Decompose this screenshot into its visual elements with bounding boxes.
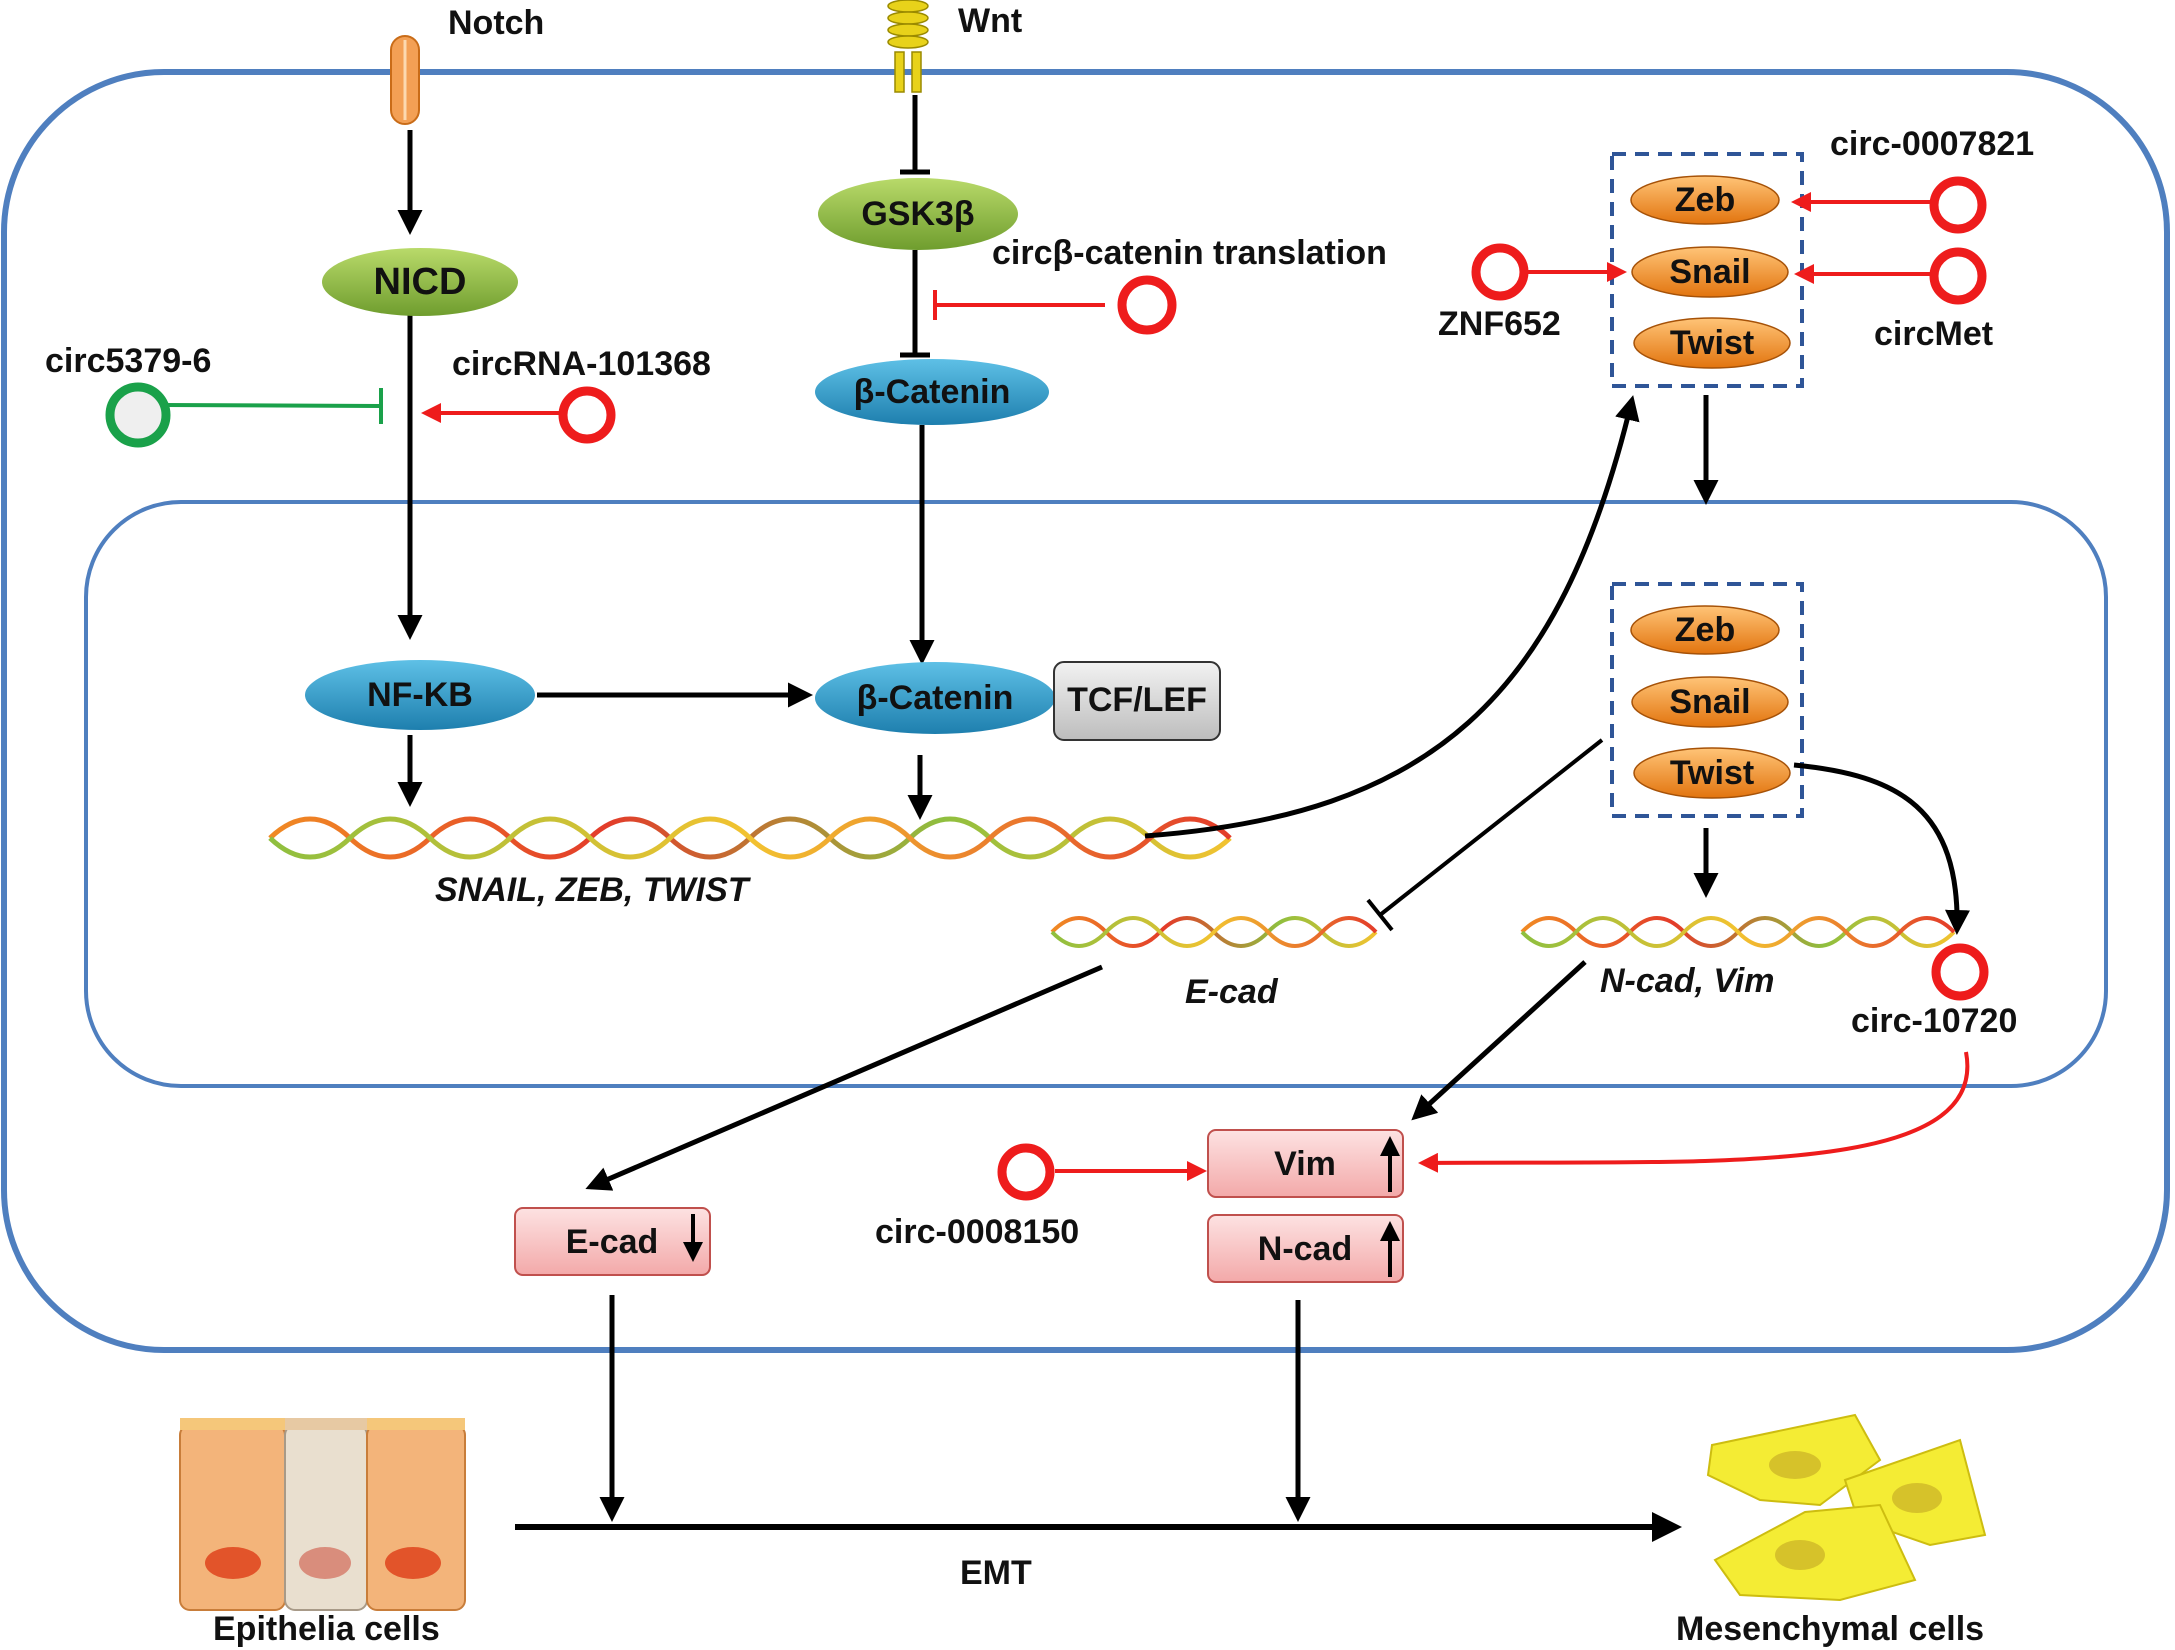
circ5379-circle-icon: [105, 382, 171, 448]
circ0007821-label: circ-0007821: [1830, 125, 2034, 163]
gsk3b-label: GSK3β: [861, 195, 974, 233]
circbcat-circle-icon: [1117, 275, 1177, 335]
tf-cyto-twist-label: Twist: [1670, 324, 1754, 362]
ncad-protein-box: N-cad: [1207, 1214, 1404, 1283]
tf-nuc-zeb: Zeb: [1630, 605, 1780, 655]
nicd-label: NICD: [374, 261, 467, 303]
circ5379-label: circ5379-6: [45, 342, 211, 380]
tf-nuc-zeb-label: Zeb: [1675, 611, 1735, 649]
emt-label: EMT: [960, 1554, 1032, 1592]
gsk3b-node: GSK3β: [818, 178, 1018, 250]
tf-nuc-twist: Twist: [1633, 747, 1791, 799]
beta-catenin-cytoplasm-node: β-Catenin: [815, 359, 1049, 425]
nfkb-node: NF-KB: [305, 660, 535, 730]
znf652-circle-icon: [1471, 243, 1529, 301]
vim-protein-label: Vim: [1274, 1145, 1336, 1183]
circbcat-label: circβ-catenin translation: [992, 234, 1387, 272]
circ0007821-circle-icon: [1929, 176, 1987, 234]
tf-cyto-snail-label: Snail: [1669, 253, 1750, 291]
beta-catenin-cytoplasm-label: β-Catenin: [854, 373, 1011, 411]
snail-zeb-twist-gene-label: SNAIL, ZEB, TWIST: [435, 871, 752, 909]
tf-nuc-snail: Snail: [1631, 676, 1789, 728]
circ101368-label: circRNA-101368: [452, 345, 711, 383]
tf-nuc-twist-label: Twist: [1670, 754, 1754, 792]
ecad-gene-label: E-cad: [1185, 973, 1279, 1011]
wnt-receptor-icon: [887, 0, 929, 93]
dna-ecad-icon: [1050, 916, 1378, 948]
ncad-protein-label: N-cad: [1258, 1230, 1352, 1268]
znf652-label: ZNF652: [1438, 305, 1561, 343]
tcf-lef-node: TCF/LEF: [1053, 661, 1221, 741]
ecad-protein-label: E-cad: [566, 1223, 659, 1261]
circ10720-label: circ-10720: [1851, 1002, 2017, 1040]
vim-protein-box: Vim: [1207, 1129, 1404, 1198]
ncad-vim-gene-label: N-cad, Vim: [1600, 962, 1774, 1000]
mesenchymal-cells-label: Mesenchymal cells: [1676, 1610, 1984, 1648]
tcf-lef-label: TCF/LEF: [1067, 681, 1207, 719]
nicd-node: NICD: [322, 248, 518, 316]
circmet-label: circMet: [1874, 315, 1993, 353]
mesenchymal-cells-icon: [1706, 1413, 1987, 1602]
ecad-protein-box: E-cad: [514, 1207, 711, 1276]
tf-nuc-snail-label: Snail: [1669, 683, 1750, 721]
cell-membrane: [1, 69, 2170, 1353]
tf-cyto-snail: Snail: [1631, 246, 1789, 298]
nucleus-membrane: [84, 500, 2108, 1088]
beta-catenin-nucleus-node: β-Catenin: [815, 662, 1055, 734]
dna-snail-zeb-twist-icon: [268, 816, 1232, 860]
wnt-label: Wnt: [958, 2, 1022, 40]
epithelia-cells-label: Epithelia cells: [213, 1610, 440, 1648]
dna-ncad-vim-icon: [1520, 916, 1956, 948]
beta-catenin-nucleus-label: β-Catenin: [857, 679, 1014, 717]
nfkb-label: NF-KB: [367, 676, 473, 714]
notch-label: Notch: [448, 4, 544, 42]
tf-cyto-zeb-label: Zeb: [1675, 181, 1735, 219]
circ101368-circle-icon: [558, 386, 616, 444]
notch-receptor-icon: [390, 35, 420, 125]
circ0008150-circle-icon: [997, 1143, 1055, 1201]
tf-box-nucleus: [1610, 582, 1804, 818]
tf-cyto-zeb: Zeb: [1630, 175, 1780, 225]
circmet-circle-icon: [1929, 247, 1987, 305]
tf-cyto-twist: Twist: [1633, 317, 1791, 369]
circ10720-circle-icon: [1931, 943, 1989, 1001]
circ0008150-label: circ-0008150: [875, 1213, 1079, 1251]
epithelial-cells-icon: [179, 1418, 466, 1611]
